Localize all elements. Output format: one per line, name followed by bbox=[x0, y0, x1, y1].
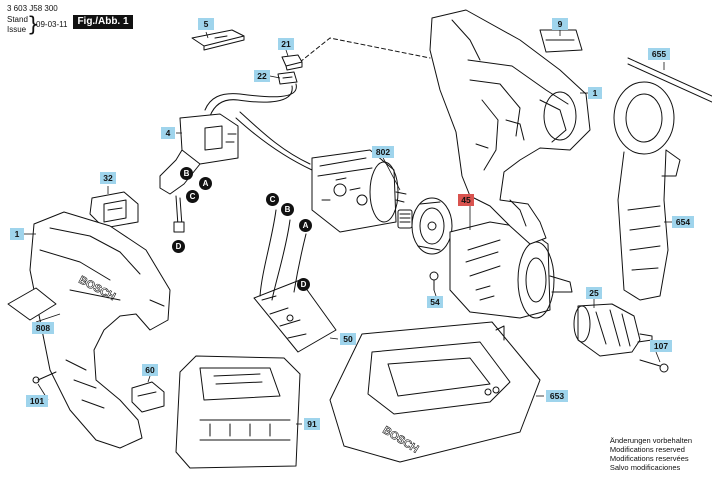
issue-date: 09-03-11 bbox=[36, 20, 68, 29]
part-label-60: 60 bbox=[142, 364, 158, 376]
part-60-latch bbox=[131, 381, 165, 413]
part-label-1-right: 1 bbox=[588, 87, 602, 99]
part-21-clip bbox=[281, 54, 303, 71]
notice-spanish: Salvo modificaciones bbox=[609, 463, 681, 472]
part-label-1-left: 1 bbox=[10, 228, 24, 240]
part-25-chuck bbox=[573, 303, 653, 357]
modification-notice: Änderungen vorbehalten Modifications res… bbox=[610, 436, 692, 472]
part-label-5: 5 bbox=[198, 18, 214, 30]
connector-marker-d-board: D bbox=[297, 278, 310, 291]
pinion-gear bbox=[397, 209, 413, 229]
notice-english: Modifications reserved bbox=[609, 445, 685, 454]
part-label-802: 802 bbox=[372, 146, 394, 158]
stand-label: Stand bbox=[7, 15, 28, 24]
part-45-gearbox bbox=[449, 221, 573, 319]
connector-marker-a-board: A bbox=[299, 219, 312, 232]
part-54-screw bbox=[429, 271, 439, 291]
part-50-board bbox=[253, 209, 337, 353]
part-label-45: 45 bbox=[458, 194, 474, 206]
notice-french: Modifications reservées bbox=[609, 454, 689, 463]
part-32-clip bbox=[89, 191, 139, 229]
part-label-9: 9 bbox=[552, 18, 568, 30]
part-22-connector bbox=[277, 71, 298, 85]
part-label-4: 4 bbox=[161, 127, 175, 139]
part-5-cover bbox=[191, 29, 245, 51]
part-655-depth-rod bbox=[627, 57, 712, 103]
part-802-motor bbox=[311, 149, 407, 233]
part-653-charger bbox=[329, 321, 541, 463]
part-label-25: 25 bbox=[586, 287, 602, 299]
part-label-54: 54 bbox=[427, 296, 443, 308]
part-label-91: 91 bbox=[304, 418, 320, 430]
connector-marker-d: D bbox=[172, 240, 185, 253]
part-label-22: 22 bbox=[254, 70, 270, 82]
connector-marker-b-board: B bbox=[281, 203, 294, 216]
brace-glyph: } bbox=[27, 12, 40, 36]
connector-marker-b: B bbox=[180, 167, 193, 180]
part-label-654: 654 bbox=[672, 216, 694, 228]
part-label-32: 32 bbox=[100, 172, 116, 184]
part-107-screw bbox=[639, 359, 669, 373]
part-label-50: 50 bbox=[340, 333, 356, 345]
part-91-battery bbox=[175, 355, 301, 469]
connector-marker-a: A bbox=[199, 177, 212, 190]
connector-marker-c-board: C bbox=[266, 193, 279, 206]
part-45-flange bbox=[411, 197, 453, 255]
part-1-housing-left bbox=[29, 211, 171, 449]
part-label-107: 107 bbox=[650, 340, 672, 352]
part-654-side-handle bbox=[613, 81, 681, 301]
wire-bundle-upper bbox=[204, 83, 313, 171]
part-9-plate bbox=[539, 29, 583, 53]
part-label-808: 808 bbox=[32, 322, 54, 334]
part-4-switch bbox=[159, 113, 239, 233]
part-label-101: 101 bbox=[26, 395, 48, 407]
part-101-screw bbox=[32, 371, 57, 384]
part-label-21: 21 bbox=[278, 38, 294, 50]
part-label-655: 655 bbox=[648, 48, 670, 60]
part-1-housing-right bbox=[429, 9, 591, 245]
issue-label: Issue bbox=[7, 25, 27, 34]
figure-label: Fig./Abb. 1 bbox=[73, 15, 133, 29]
part-808-strip bbox=[7, 287, 57, 321]
notice-german: Änderungen vorbehalten bbox=[609, 436, 692, 445]
part-label-653: 653 bbox=[546, 390, 568, 402]
dashed-assembly-line bbox=[299, 37, 431, 63]
document-number: 3 603 J58 300 bbox=[7, 4, 58, 13]
connector-marker-c: C bbox=[186, 190, 199, 203]
